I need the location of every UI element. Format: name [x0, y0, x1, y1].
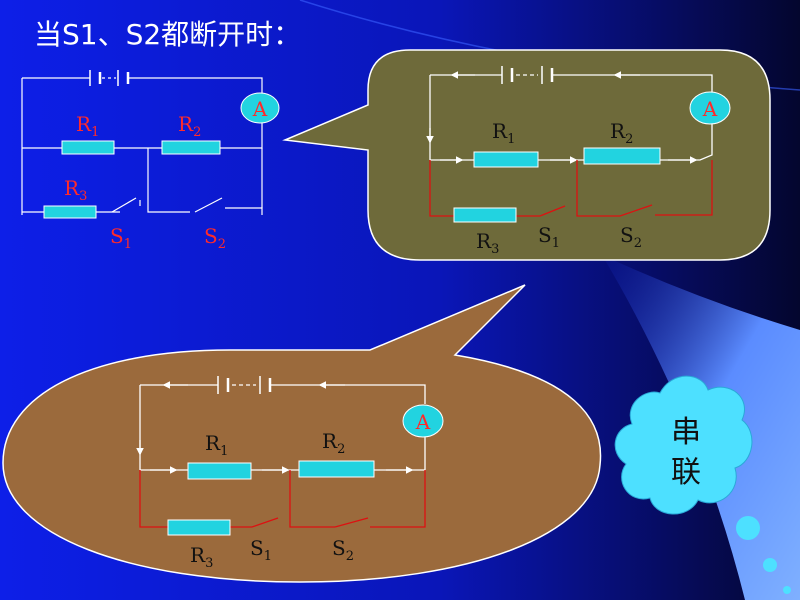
page-title: 当S1、S2都断开时： [34, 18, 301, 51]
label-s2-brown: S2 [332, 536, 354, 564]
resistor-r1-olive [473, 151, 539, 168]
resistor-r1-brown [187, 462, 252, 480]
resistor-r2-brown [298, 460, 375, 478]
red-branch-brown [139, 470, 426, 528]
resistor-r1-small [61, 140, 115, 155]
red-branch-olive [429, 160, 713, 217]
label-r1-small: R1 [76, 112, 99, 140]
current-arrows-olive [426, 71, 698, 164]
label-r3-olive: R3 [476, 229, 499, 257]
resistor-r3-olive [453, 207, 517, 223]
label-s1-brown: S1 [250, 536, 272, 564]
label-r2-olive: R2 [610, 119, 633, 147]
label-s2-olive: S2 [620, 223, 642, 251]
label-s2-small: S2 [204, 224, 226, 252]
ammeter-brown: A [402, 404, 444, 438]
bubble-brown [2, 284, 602, 583]
conclusion-char-1: 串 [671, 415, 701, 450]
label-r1-olive: R1 [492, 119, 515, 147]
ammeter-small: A [240, 92, 280, 124]
label-s1-small: S1 [110, 224, 132, 252]
labels-small: R1 R2 R3 S1 S2 [64, 112, 226, 252]
conclusion-cloud [614, 375, 753, 515]
svg-text:A: A [415, 410, 431, 434]
label-r3-small: R3 [64, 176, 87, 204]
conclusion-char-2: 联 [671, 455, 701, 490]
resistor-r2-olive [583, 147, 661, 165]
resistor-r3-brown [167, 519, 231, 536]
label-r1-brown: R1 [205, 431, 228, 459]
labels-brown: R1 R2 R3 S1 S2 [190, 429, 354, 571]
svg-text:A: A [702, 97, 718, 121]
current-arrows-brown [136, 381, 414, 474]
label-r2-small: R2 [178, 112, 201, 140]
resistor-r2-small [161, 140, 221, 155]
labels-olive: R1 R2 R3 S1 S2 [476, 119, 642, 257]
svg-text:A: A [252, 97, 268, 121]
beam-bubbles [736, 516, 791, 594]
label-r2-brown: R2 [322, 429, 345, 457]
resistor-r3-small [43, 205, 97, 219]
label-r3-brown: R3 [190, 543, 213, 571]
ammeter-olive: A [689, 91, 731, 125]
label-s1-olive: S1 [538, 223, 560, 251]
